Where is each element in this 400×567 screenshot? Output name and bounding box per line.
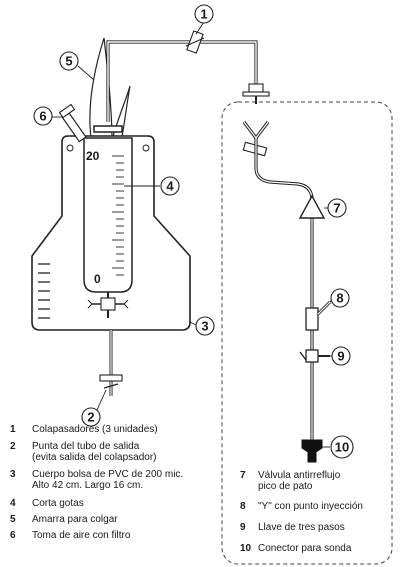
svg-text:8: 8 [336, 291, 343, 306]
legend-num: 8 [240, 501, 246, 512]
legend-text: Llave de tres pasos [258, 522, 345, 533]
legend-text: Conector para sonda [258, 543, 352, 554]
legend-text: Punta del tubo de salida [32, 441, 140, 452]
chamber-bottom-valve [87, 292, 129, 318]
legend-num: 7 [240, 470, 246, 481]
legend-text: Cuerpo bolsa de PVC de 200 mic. [32, 469, 184, 480]
y-injection-point [305, 300, 332, 331]
legend-num: 9 [240, 522, 246, 533]
callout-6: 6 [33, 106, 62, 126]
three-way-stopcock [299, 349, 330, 363]
legend-text: Válvula antirreflujo [258, 470, 341, 481]
anti-reflux-valve [298, 194, 326, 219]
svg-text:3: 3 [201, 319, 208, 334]
legend-num: 3 [10, 469, 16, 480]
legend-text: Amarra para colgar [32, 514, 118, 525]
svg-text:10: 10 [335, 440, 349, 455]
legend-text: pico de pato [258, 481, 313, 492]
upper-connector [242, 83, 270, 104]
bag-hole-left [66, 144, 74, 152]
callout-9: 9 [330, 346, 351, 366]
svg-text:9: 9 [337, 349, 344, 364]
tube-clamp-1 [185, 30, 205, 54]
callout-4: 4 [124, 176, 180, 196]
svg-text:7: 7 [333, 201, 340, 216]
svg-text:1: 1 [200, 7, 207, 22]
legend-num: 1 [10, 424, 16, 435]
bag-scale-ticks [38, 263, 50, 319]
svg-text:4: 4 [166, 179, 174, 194]
legend-right: 7 Válvula antirreflujo pico de pato 8 "Y… [240, 470, 400, 565]
legend-num: 5 [10, 514, 16, 525]
legend-num: 10 [240, 543, 252, 554]
legend-text: Corta gotas [32, 498, 84, 509]
legend-num: 4 [10, 498, 16, 509]
callout-2: 2 [81, 389, 107, 427]
scale-label-top: 20 [86, 149, 100, 163]
legend-text: Toma de aire con filtro [32, 530, 131, 541]
legend-num: 2 [10, 441, 16, 452]
callout-3: 3 [189, 316, 215, 336]
upper-tubing [106, 40, 258, 122]
probe-connector [301, 439, 323, 463]
legend-text: (evita salida del colapsador) [32, 452, 157, 463]
callout-1: 1 [194, 4, 214, 35]
connector-tubing-inner [255, 138, 313, 450]
legend-text: "Y" con punto inyección [258, 501, 363, 512]
connector-line-boundary [221, 101, 393, 565]
upper-tubing-inner [107, 41, 257, 122]
callout-7: 7 [324, 198, 347, 218]
air-intake-filter [58, 103, 87, 143]
legend-num: 6 [10, 530, 16, 541]
svg-text:5: 5 [65, 54, 72, 69]
outlet-tube [99, 330, 123, 396]
callout-8: 8 [329, 288, 350, 308]
callout-10: 10 [322, 435, 354, 459]
svg-text:6: 6 [39, 109, 46, 124]
callout-5: 5 [59, 51, 95, 81]
legend-left: 1 Colapasadores (3 unidades) 2 Punta del… [10, 424, 220, 564]
legend-text: Colapasadores (3 unidades) [32, 424, 158, 435]
bag-hole-right [142, 144, 150, 152]
drip-chamber [83, 125, 133, 293]
legend-text: Alto 42 cm. Largo 16 cm. [32, 480, 144, 491]
connector-tubing [254, 138, 314, 450]
svg-text:2: 2 [87, 410, 94, 425]
drip-chamber-scale [112, 155, 124, 276]
scale-label-bottom: 0 [94, 272, 101, 286]
